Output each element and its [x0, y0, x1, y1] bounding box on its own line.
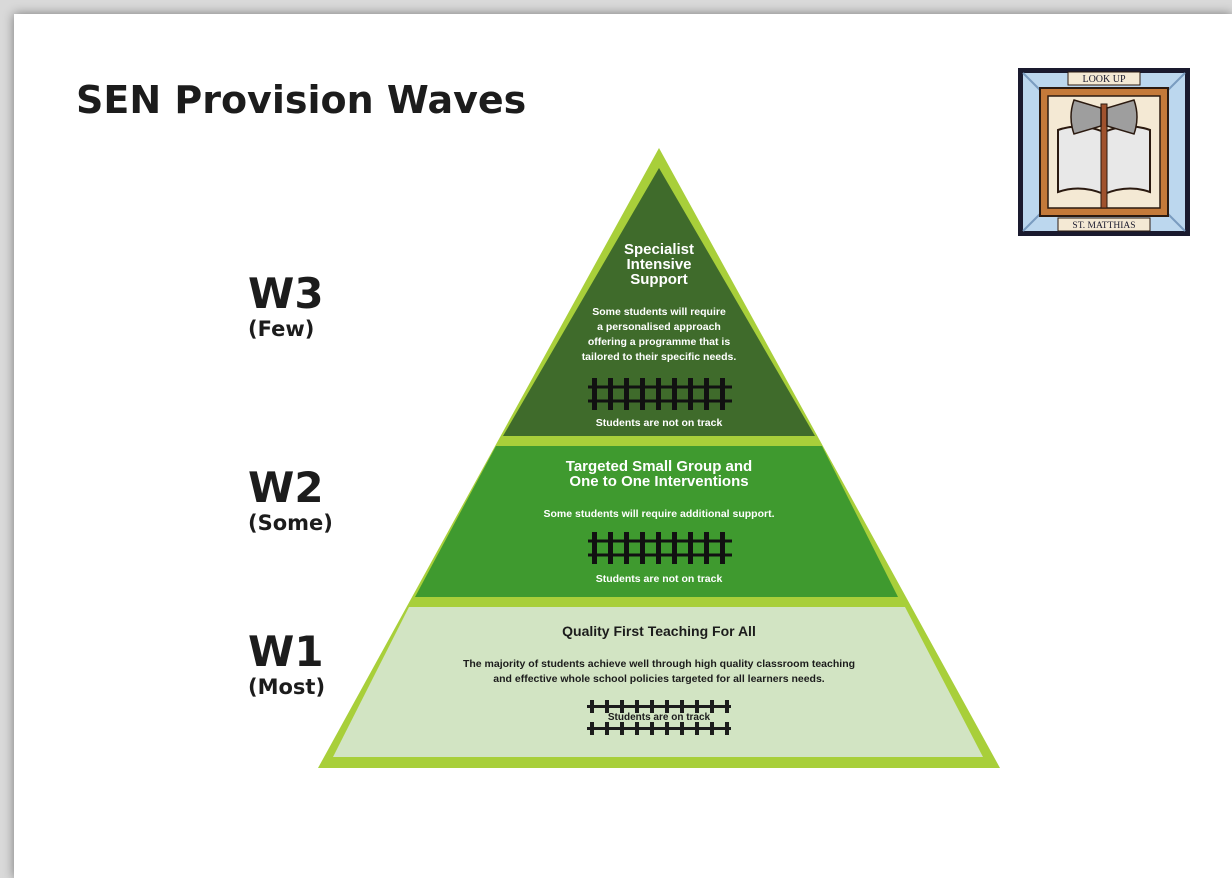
track-tie	[592, 378, 597, 410]
track-tie	[720, 378, 725, 410]
rail-tie	[680, 722, 684, 735]
wave-label-w1: W1 (Most)	[248, 630, 325, 700]
tier-w2-status: Students are not on track	[596, 573, 723, 585]
rail-tie	[695, 700, 699, 713]
rail-tie	[635, 700, 639, 713]
wave-code: W3	[248, 269, 324, 318]
track-tie	[640, 378, 645, 410]
wave-amount: (Most)	[248, 675, 326, 699]
tier-w3-body-line: Some students will require	[592, 306, 726, 318]
rail-tie	[605, 700, 609, 713]
track-tie	[656, 532, 661, 564]
tier-w2-body-line: Some students will require additional su…	[543, 508, 774, 520]
book-left-icon	[1057, 125, 1105, 196]
rail-tie	[620, 700, 624, 713]
track-tie	[624, 532, 629, 564]
axe-blade-left-icon	[1070, 99, 1102, 135]
track-tie	[608, 532, 613, 564]
track-tie	[704, 378, 709, 410]
tier-w3-status: Students are not on track	[596, 417, 723, 429]
track-tie	[624, 378, 629, 410]
school-logo: LOOK UP ST. MATTHIAS	[1018, 68, 1190, 236]
track-tie	[592, 532, 597, 564]
logo-top-text: LOOK UP	[1082, 74, 1125, 85]
tier-w3-title-line: Support	[630, 271, 688, 288]
rail-tie	[590, 722, 594, 735]
rail-tie	[605, 722, 609, 735]
rail-top	[587, 705, 731, 708]
tier-w3-content: Specialist Intensive Support Some studen…	[582, 241, 737, 429]
rail-tie	[620, 722, 624, 735]
page-title-text: SEN Provision Waves	[76, 78, 527, 122]
tier-w3-title-line: Intensive	[626, 256, 691, 273]
tier-w3-body-line: offering a programme that is	[588, 336, 731, 348]
rail-bottom	[587, 727, 731, 730]
rail-tie	[650, 700, 654, 713]
tier-w1	[333, 607, 983, 757]
rail-tie	[710, 700, 714, 713]
track-tie	[608, 378, 613, 410]
tier-w2-content: Targeted Small Group and One to One Inte…	[543, 458, 774, 585]
tier-w3-body-line: tailored to their specific needs.	[582, 351, 737, 363]
broken-track-icon	[588, 378, 732, 410]
track-tie	[672, 378, 677, 410]
rail-tie	[665, 722, 669, 735]
wave-code: W2	[248, 463, 324, 512]
tier-w3	[503, 168, 815, 436]
tier-w1-body-line: and effective whole school policies targ…	[493, 673, 825, 685]
tier-w1-body-line: The majority of students achieve well th…	[463, 658, 855, 670]
tier-w1-status: Students are on track	[608, 712, 711, 723]
rail-tie	[725, 700, 729, 713]
track-tie	[688, 378, 693, 410]
tier-w1-title-line: Quality First Teaching For All	[562, 623, 756, 639]
track-tie	[720, 532, 725, 564]
wave-amount: (Some)	[248, 511, 333, 535]
rail-tie	[710, 722, 714, 735]
on-track-rails-icon	[587, 700, 731, 735]
broken-track-icon	[588, 532, 732, 564]
rail-tie	[680, 700, 684, 713]
wave-code: W1	[248, 627, 324, 676]
axe-blade-right-icon	[1106, 99, 1138, 135]
wave-amount: (Few)	[248, 317, 315, 341]
logo-top-banner	[1067, 71, 1141, 86]
track-tie	[672, 532, 677, 564]
logo-bottom-banner	[1057, 217, 1151, 232]
tier-w2-title-line: One to One Interventions	[569, 473, 748, 490]
track-tie	[656, 378, 661, 410]
wave-label-w3: W3 (Few)	[248, 272, 324, 342]
tier-w2	[415, 446, 898, 597]
rail-tie	[590, 700, 594, 713]
track-tie	[704, 532, 709, 564]
axe-handle-icon	[1100, 103, 1108, 209]
tier-w3-title-line: Specialist	[624, 241, 694, 258]
tier-w3-body-line: a personalised approach	[597, 321, 721, 333]
page-title: SEN Provision Waves	[76, 78, 526, 122]
book-right-icon	[1103, 125, 1151, 196]
wave-label-w2: W2 (Some)	[248, 466, 333, 536]
rail-tie	[650, 722, 654, 735]
rail-tie	[665, 700, 669, 713]
tier-w2-title-line: Targeted Small Group and	[566, 458, 752, 475]
tier-w1-content: Quality First Teaching For All The major…	[463, 623, 855, 735]
logo-bottom-text: ST. MATTHIAS	[1072, 221, 1135, 231]
rail-tie	[635, 722, 639, 735]
track-tie	[688, 532, 693, 564]
track-tie	[640, 532, 645, 564]
rail-tie	[695, 722, 699, 735]
rail-tie	[725, 722, 729, 735]
